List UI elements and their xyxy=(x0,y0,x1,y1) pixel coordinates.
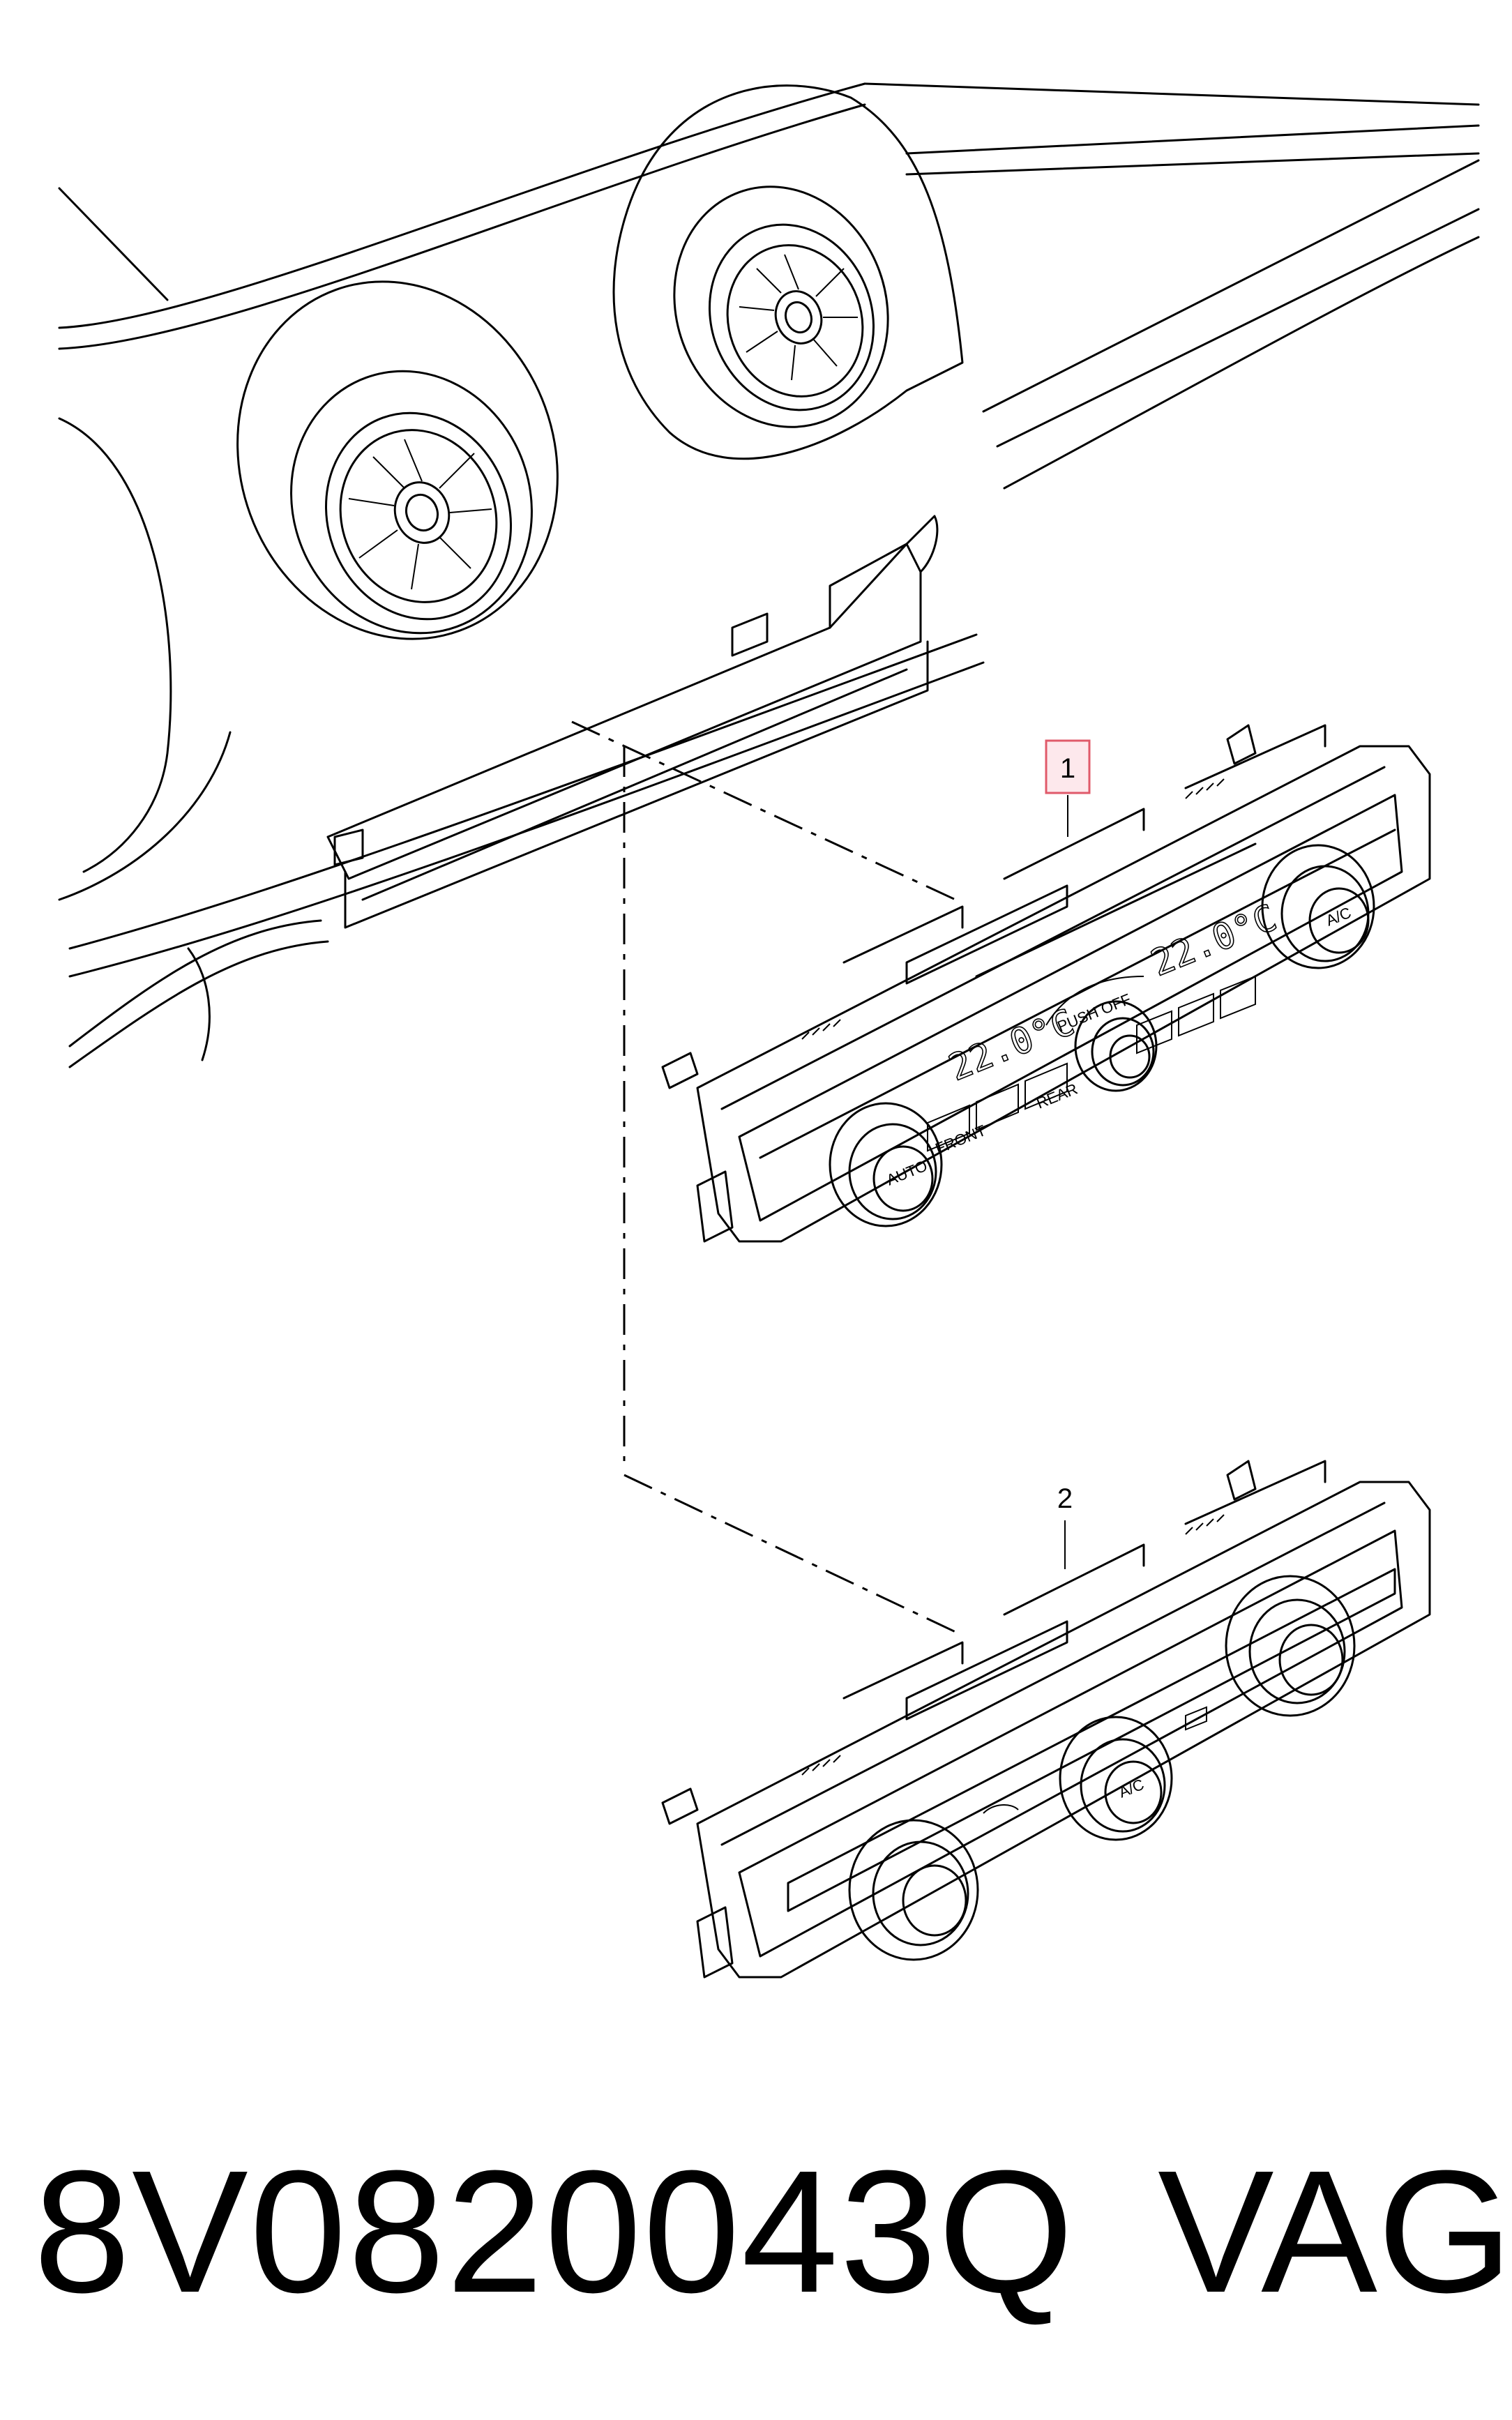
rear-defrost-label: REAR xyxy=(1034,1080,1080,1112)
fan-knob xyxy=(1074,1000,1158,1092)
air-vent-right xyxy=(612,84,964,460)
ac-knob: A/C xyxy=(1261,844,1375,969)
ac-label-panel1: A/C xyxy=(1324,904,1354,930)
brand-label: VAG xyxy=(1158,2134,1512,2329)
callout-1-label: 1 xyxy=(1060,753,1075,784)
temperature-knob-right xyxy=(1225,1575,1356,1717)
ac-label-panel2: A/C xyxy=(1117,1776,1147,1801)
ac-knob-2: A/C xyxy=(1059,1716,1173,1841)
auto-knob: AUTO xyxy=(829,1102,943,1227)
dashboard-assembly xyxy=(58,82,1480,1068)
left-temperature-display: 22.0°C xyxy=(943,1001,1080,1089)
air-vent-left xyxy=(236,280,559,640)
part-number: 8V0820043Q xyxy=(33,2134,1075,2329)
climate-control-panel-1: 22.0°C 22.0°C PUSH OFF FRONT REAR AUTO xyxy=(661,724,1431,1243)
climate-control-panel-2: A/C 2 xyxy=(661,1460,1431,1979)
callout-1-box xyxy=(1045,739,1091,794)
temperature-knob-left xyxy=(848,1819,979,1961)
callout-2-label: 2 xyxy=(1057,1483,1073,1514)
assembly-leader-lines xyxy=(571,720,956,1633)
auto-label: AUTO xyxy=(884,1157,930,1189)
